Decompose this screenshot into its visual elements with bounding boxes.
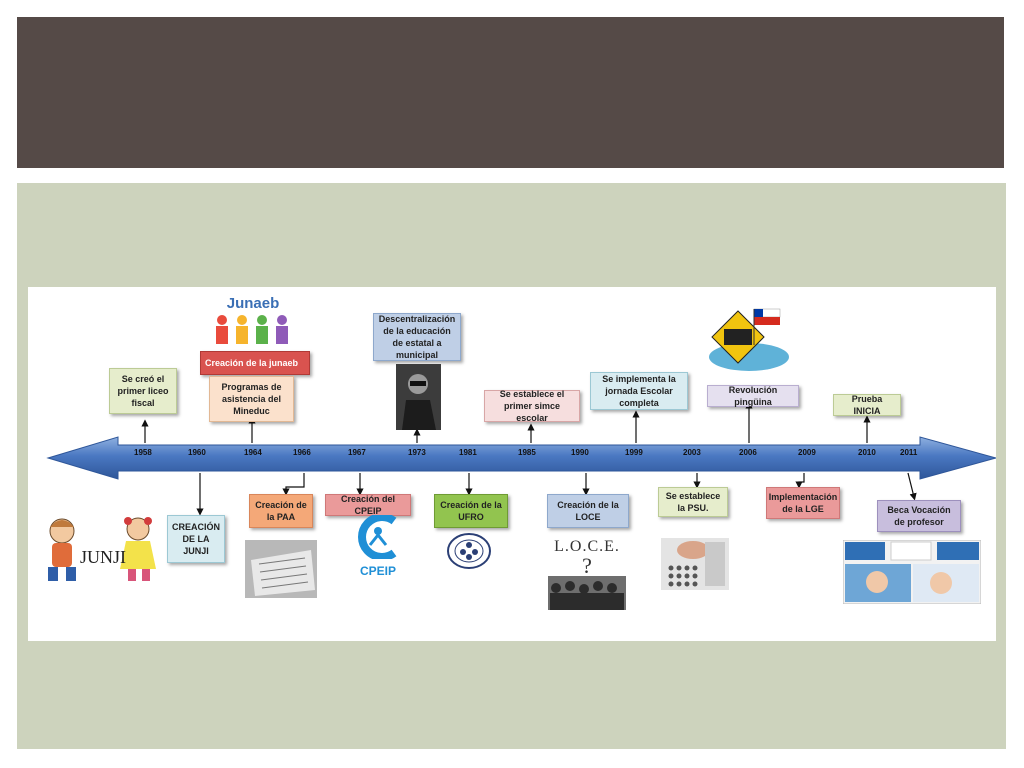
- year-label: 1990: [571, 448, 589, 457]
- year-label: 1964: [244, 448, 262, 457]
- event-box-ufro: Creación de la UFRO: [434, 494, 508, 528]
- portrait-photo: [396, 364, 441, 430]
- event-box-asistencia: Programas de asistencia del Mineduc: [209, 376, 294, 422]
- cpeip-logo: CPEIP: [350, 513, 406, 578]
- event-box-liceo: Se creó el primer liceo fiscal: [109, 368, 177, 414]
- event-box-paa: Creación de la PAA: [249, 494, 313, 528]
- event-box-beca: Beca Vocación de profesor: [877, 500, 961, 532]
- loce-image: L.O.C.E. ?: [548, 538, 626, 618]
- event-box-pinguina: Revolución pingüina: [707, 385, 799, 407]
- ufro-seal-icon: [447, 533, 491, 569]
- event-box-jornada: Se implementa la jornada Escolar complet…: [590, 372, 688, 410]
- event-box-lge: Implementación de la LGE: [766, 487, 840, 519]
- paa-exam-photo: [245, 540, 317, 598]
- event-box-loce: Creación de la LOCE: [547, 494, 629, 528]
- event-box-junaeb: Creación de la junaeb: [200, 351, 310, 375]
- event-box-simce: Se establece el primer simce escolar: [484, 389, 580, 423]
- psu-answer-sheet-photo: [661, 538, 729, 590]
- title-bar: [17, 17, 1004, 168]
- junaeb-logo: Junaeb: [208, 295, 298, 351]
- loce-title-text: L.O.C.E.: [554, 538, 620, 555]
- year-label: 2009: [798, 448, 816, 457]
- event-box-cpeip: Creación del CPEIP: [325, 494, 411, 516]
- year-label: 1981: [459, 448, 477, 457]
- timeline-arrow: [46, 436, 996, 480]
- timeline-arrow-svg: [46, 401, 996, 516]
- year-label: 2010: [858, 448, 876, 457]
- year-label: 2011: [900, 448, 918, 457]
- event-box-inicia: Prueba INICIA: [833, 394, 901, 416]
- year-label: 1967: [348, 448, 366, 457]
- junaeb-logo-text: Junaeb: [226, 295, 280, 312]
- year-label: 2003: [683, 448, 701, 457]
- year-label: 1958: [134, 448, 152, 457]
- revolucion-pinguina-image: [709, 308, 789, 371]
- loce-crowd-photo: [548, 576, 626, 610]
- year-label: 1960: [188, 448, 206, 457]
- timeline-diagram: 1958 1960 1964 1966 1967 1973 1981 1985 …: [28, 287, 996, 641]
- cpeip-logo-text: CPEIP: [359, 564, 396, 578]
- year-label: 2006: [739, 448, 757, 457]
- event-box-psu: Se establece la PSU.: [658, 487, 728, 517]
- event-box-junji: CREACIÓN DE LA JUNJI: [167, 515, 225, 563]
- junaeb-figures-icon: [216, 315, 288, 344]
- beca-vocacion-banner: [843, 540, 981, 604]
- event-box-descentralizacion: Descentralización de la educación de est…: [373, 313, 461, 361]
- question-mark-icon: ?: [582, 553, 592, 578]
- year-label: 1999: [625, 448, 643, 457]
- year-label: 1973: [408, 448, 426, 457]
- year-label: 1985: [518, 448, 536, 457]
- year-label: 1966: [293, 448, 311, 457]
- junji-illustration: JUNJI: [36, 511, 164, 587]
- junji-logo-text: JUNJI: [80, 547, 127, 567]
- cpeip-mark-icon: [358, 513, 397, 561]
- junji-children-icon: [48, 517, 156, 581]
